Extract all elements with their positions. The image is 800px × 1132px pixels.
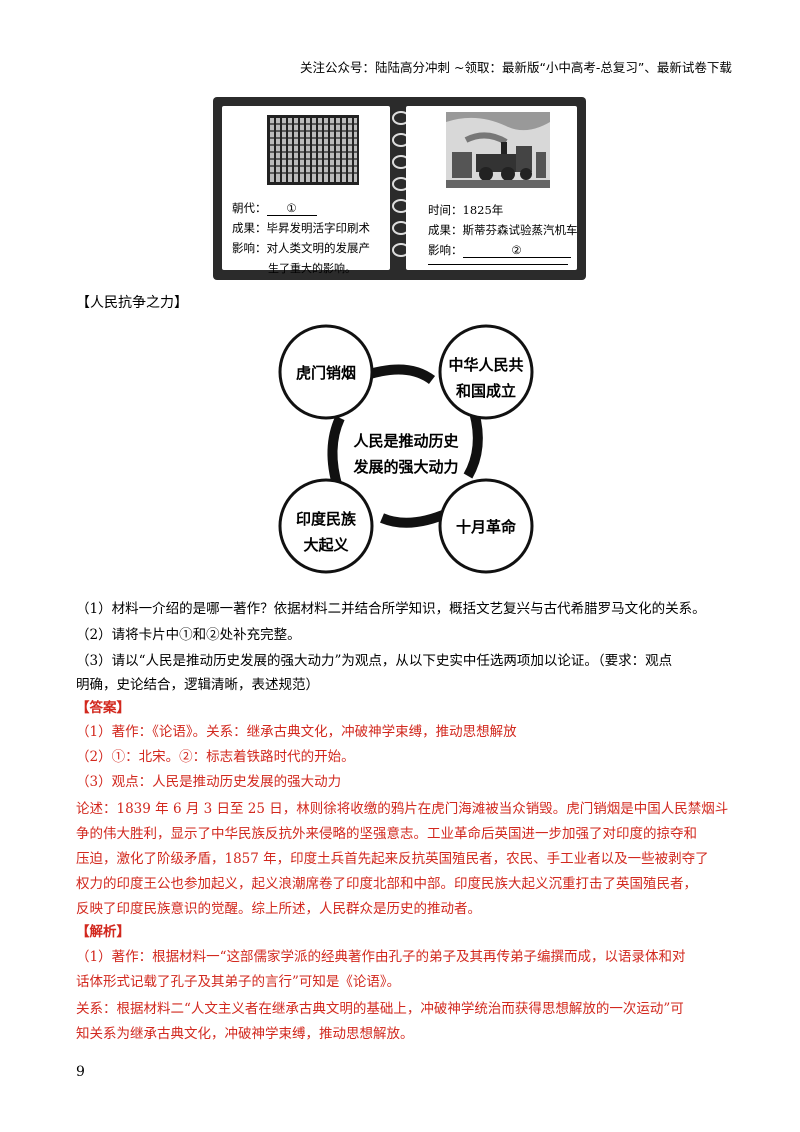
time-right: 时间：1825年: [428, 203, 504, 217]
blank-1: ①: [266, 201, 317, 216]
analysis-3: 关系：根据材料二“人文主义者在继承古典文明的基础上，冲破神学统治而获得思想解放的…: [76, 1001, 684, 1017]
tr-line-1: 中华人民共: [448, 356, 524, 374]
analysis-4: 知关系为继承古典文化，冲破神学束缚，推动思想解放。: [76, 1026, 414, 1042]
influence-right-line: 影响：②: [428, 242, 571, 258]
result-right: 成果：斯蒂芬森试验蒸汽机车: [428, 223, 578, 237]
bl-line-1: 印度民族: [295, 510, 356, 528]
card-left-page: 朝代：① 成果：毕昇发明活字印刷术 影响：对人类文明的发展产 生了重大的影响。: [222, 106, 390, 275]
answer-argument-3: 压迫，激化了阶级矛盾，1857 年，印度土兵首先起来反抗英国殖民者，农民、手工业…: [76, 851, 709, 867]
analysis-1: （1）著作：根据材料一“这部儒家学派的经典著作由孔子的弟子及其再传弟子编撰而成，…: [76, 949, 686, 965]
page-header: 关注公众号：陆陆高分冲刺 ~领取：最新版“小中高考-总复习”、最新试卷下载: [300, 60, 732, 75]
dynasty-line: 朝代：①: [232, 200, 317, 216]
influence-label: 影响：: [428, 243, 463, 257]
influence-left-2: 生了重大的影响。: [268, 262, 356, 275]
node-prc-founding: 中华人民共 和国成立: [440, 352, 532, 404]
blank-2: ②: [462, 243, 571, 258]
question-3-cont: 明确，史论结合，逻辑清晰，表述规范）: [76, 677, 319, 693]
people-power-diagram: 人民是推动历史 发展的强大动力 虎门销烟 中华人民共 和国成立 印度民族 大起义…: [270, 316, 542, 584]
node-humen: 虎门销烟: [295, 364, 356, 382]
history-card-notebook: 朝代：① 成果：毕昇发明活字印刷术 影响：对人类文明的发展产 生了重大的影响。: [213, 97, 586, 280]
center-line-2: 发展的强大动力: [353, 458, 459, 476]
result-left: 成果：毕昇发明活字印刷术: [232, 221, 370, 235]
tr-line-2: 和国成立: [455, 382, 516, 400]
answer-2: （2）①：北宋。②：标志着铁路时代的开始。: [76, 749, 355, 765]
answer-1: （1）著作：《论语》。关系：继承古典文化，冲破神学束缚，推动思想解放: [76, 724, 517, 740]
analysis-title: 【解析】: [76, 924, 130, 940]
page-number: 9: [76, 1064, 85, 1080]
question-3: （3）请以“人民是推动历史发展的强大动力”为观点，从以下史实中任选两项加以论证。…: [76, 653, 673, 669]
center-line-1: 人民是推动历史: [353, 432, 459, 450]
card-right-page: 时间：1825年 成果：斯蒂芬森试验蒸汽机车 影响：②: [406, 106, 578, 270]
movable-type-image: [267, 115, 359, 185]
diagram-center: 人民是推动历史 发展的强大动力: [340, 428, 472, 480]
dynasty-label: 朝代：: [232, 201, 267, 215]
node-october-revolution: 十月革命: [455, 518, 516, 536]
node-indian-rebellion: 印度民族 大起义: [280, 506, 372, 558]
answer-title: 【答案】: [76, 700, 130, 716]
answer-argument-4: 权力的印度王公也参加起义，起义浪潮席卷了印度北部和中部。印度民族大起义沉重打击了…: [76, 876, 697, 892]
answer-argument-2: 争的伟大胜利，显示了中华民族反抗外来侵略的坚强意志。工业革命后英国进一步加强了对…: [76, 826, 697, 842]
bl-line-2: 大起义: [303, 536, 349, 554]
steam-locomotive-image: [446, 112, 550, 188]
answer-argument-5: 反映了印度民族意识的觉醒。综上所述，人民群众是历史的推动者。: [76, 901, 481, 917]
influence-left-1: 影响：对人类文明的发展产: [232, 241, 370, 255]
answer-3: （3）观点：人民是推动历史发展的强大动力: [76, 774, 342, 790]
analysis-2: 话体形式记载了孔子及其弟子的言行”可知是《论语》。: [76, 974, 401, 990]
influence-blank-line-2: [428, 264, 568, 265]
question-2: （2）请将卡片中①和②处补充完整。: [76, 627, 301, 643]
question-1: （1）材料一介绍的是哪一著作？依据材料二并结合所学知识，概括文艺复兴与古代希腊罗…: [76, 601, 706, 617]
section-title: 【人民抗争之力】: [76, 295, 188, 311]
answer-argument-1: 论述：1839 年 6 月 3 日至 25 日，林则徐将收缴的鸦片在虎门海滩被当…: [76, 801, 729, 817]
